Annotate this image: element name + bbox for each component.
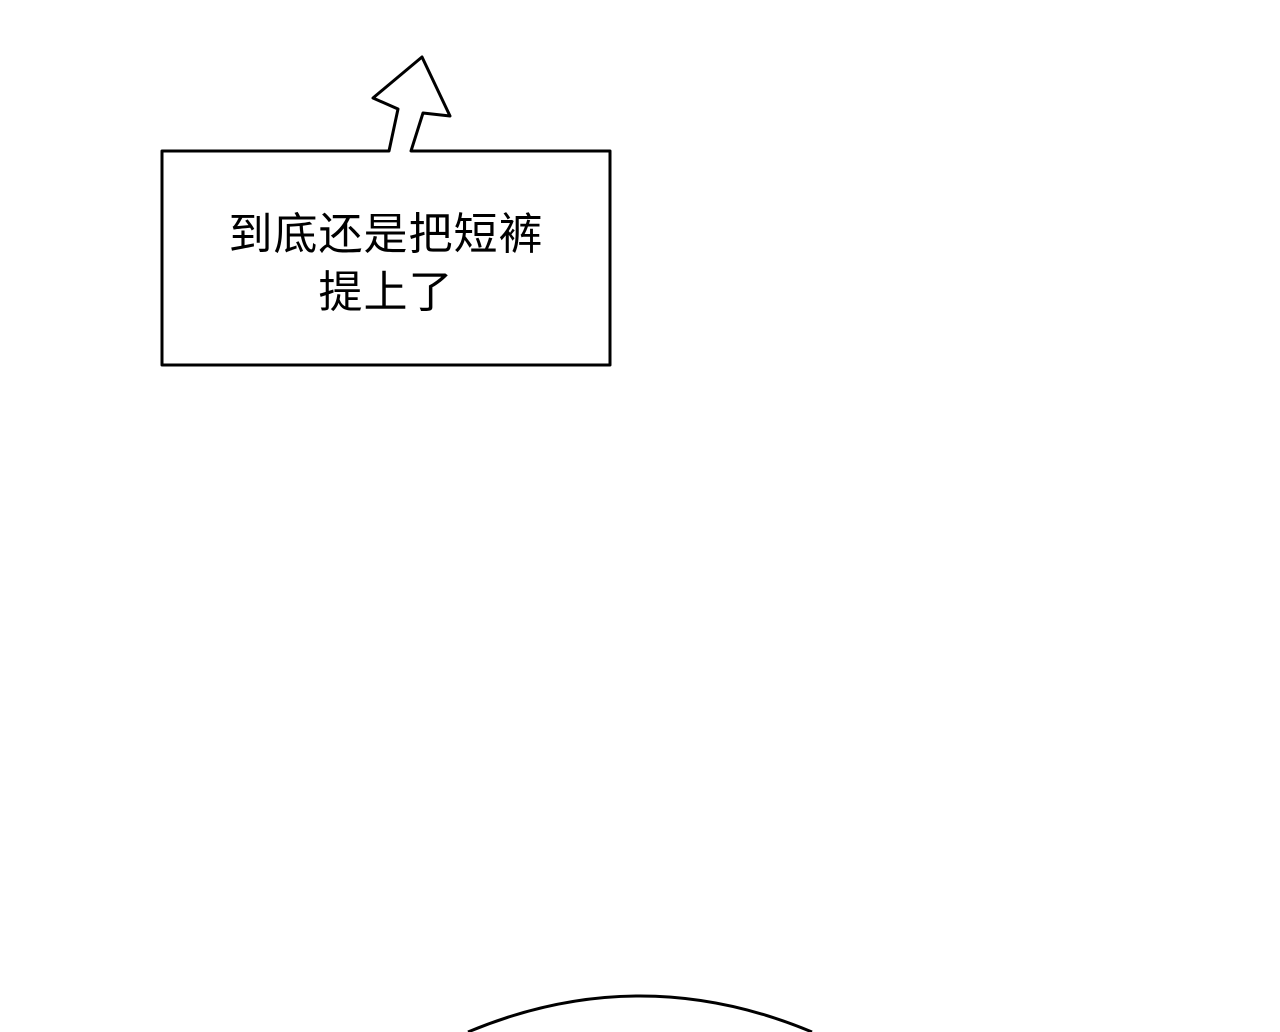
bottom-arc [467,994,813,1032]
caption-box-outline [160,55,612,367]
caption-line-2: 提上了 [318,267,454,318]
caption-line-1: 到底还是把短裤 [228,209,544,260]
caption-text: 到底还是把短裤 提上了 [162,206,610,322]
